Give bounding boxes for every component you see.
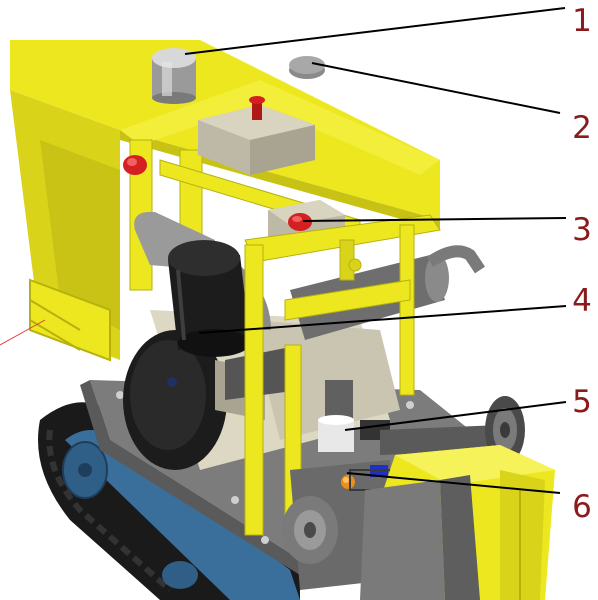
leader-line-1: [184, 7, 566, 55]
callout-1: 1: [572, 3, 592, 39]
callout-3: 3: [572, 212, 592, 248]
callout-2: 2: [572, 110, 592, 146]
drill-arm: [360, 445, 555, 600]
left-red-knob: [123, 155, 147, 175]
top-cylinder-cap: [152, 48, 196, 104]
callout-6: 6: [572, 489, 592, 525]
leader-line-4: [198, 305, 567, 334]
leader-line-3: [302, 217, 567, 222]
axis-line: [0, 319, 46, 346]
leader-line-6: [346, 472, 561, 494]
small-round-cap: [289, 56, 325, 79]
right-axle-wheel: [380, 396, 525, 464]
front-frame: [244, 214, 441, 536]
leader-lines: [184, 7, 567, 494]
callout-5: 5: [572, 384, 592, 420]
callout-4: 4: [572, 283, 592, 319]
upper-box: [198, 96, 315, 175]
black-air-filter: [168, 240, 250, 357]
leader-line-2: [311, 62, 561, 114]
leader-line-5: [344, 401, 567, 431]
callout-labels: 1 2 3 4 5 6: [572, 3, 592, 525]
